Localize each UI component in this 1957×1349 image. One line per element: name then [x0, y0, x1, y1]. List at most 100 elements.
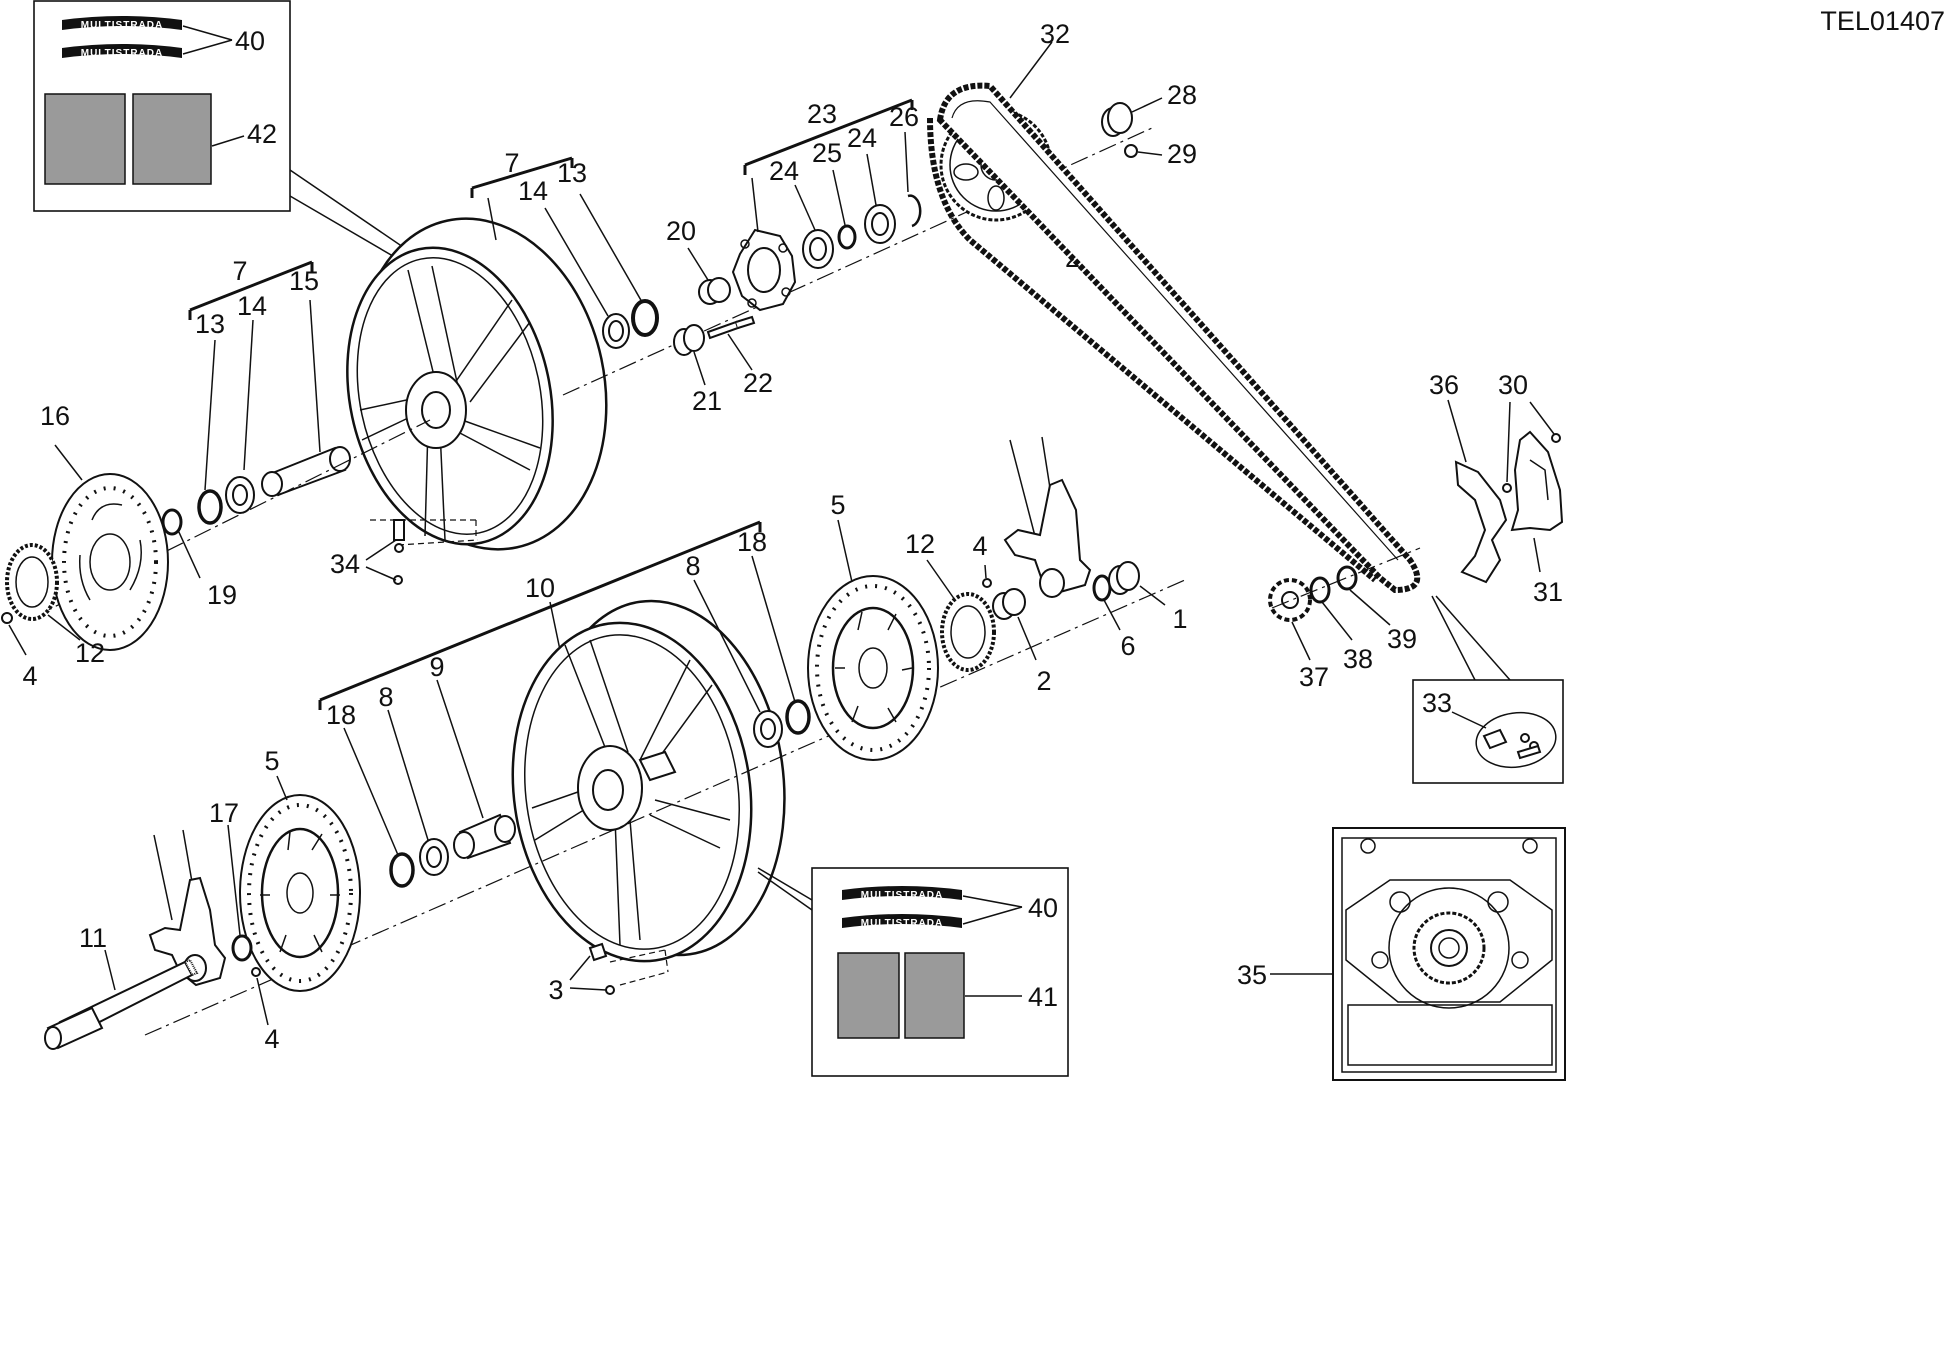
seal-17 [231, 934, 253, 962]
front-decal-strip-1-text: MULTISTRADA [861, 890, 943, 901]
seal-13-left [197, 489, 223, 525]
bearing-24-b [864, 204, 896, 244]
spacer-15 [261, 446, 351, 497]
callout-20: 20 [666, 216, 696, 246]
callout-14-left: 14 [237, 291, 267, 321]
bushing-20 [698, 277, 731, 305]
rear-seal-13 [631, 299, 659, 337]
callout-39: 39 [1387, 624, 1417, 654]
callout-18-left: 18 [326, 700, 356, 730]
spacer-9 [453, 813, 516, 860]
callout-25: 25 [812, 138, 842, 168]
rear-wheel-spokes [359, 265, 541, 541]
seal-19 [161, 508, 183, 536]
nut-29 [1124, 144, 1138, 158]
callout-12-rear: 12 [75, 638, 105, 668]
callout-35: 35 [1237, 960, 1267, 990]
callout-23-group: 23 [743, 98, 914, 233]
callout-9: 9 [429, 652, 444, 682]
spacer-21 [673, 324, 705, 356]
bearing-8-front-left [419, 838, 449, 876]
callout-38: 38 [1343, 644, 1373, 674]
front-decal-strip-2: MULTISTRADA [842, 914, 962, 929]
rear-decal-strip-2: MULTISTRADA [62, 44, 182, 59]
valve-34 [393, 519, 405, 585]
callout-12-front: 12 [905, 529, 935, 559]
bearing-24-a [802, 229, 834, 269]
callout-24-b: 24 [847, 123, 877, 153]
callout-7-left-group: 7 [188, 256, 314, 320]
callout-37: 37 [1299, 662, 1329, 692]
callout-4-rear: 4 [22, 661, 37, 691]
front-sprocket-37 [1268, 578, 1312, 622]
callout-6: 6 [1120, 631, 1135, 661]
rear-bearing-14 [602, 313, 630, 349]
front-decal-strip-2-text: MULTISTRADA [861, 918, 943, 929]
spacer-2 [992, 588, 1026, 620]
callout-29: 29 [1167, 139, 1197, 169]
front-brake-disc-right-5 [807, 575, 939, 761]
callout-42: 42 [247, 119, 277, 149]
drive-chain-32 [927, 82, 1421, 594]
callout-26: 26 [889, 102, 919, 132]
abs-ring-12-front [940, 592, 996, 672]
callout-28: 28 [1167, 80, 1197, 110]
callout-13-rear: 13 [557, 158, 587, 188]
rear-brake-disc-16 [51, 473, 169, 651]
front-axle-11 [44, 958, 199, 1050]
callout-34: 34 [330, 549, 360, 579]
screw-30 [1502, 433, 1561, 493]
circlip-26 [907, 194, 922, 228]
seal-18-front-right [785, 699, 811, 735]
sprocket-carrier-23 [731, 228, 797, 312]
callout-41: 41 [1028, 982, 1058, 1012]
callout-36: 36 [1429, 370, 1459, 400]
callout-14-rear: 14 [518, 176, 548, 206]
callout-15: 15 [289, 266, 319, 296]
front-decal-strip-1: MULTISTRADA [842, 886, 962, 901]
callout-10: 10 [525, 573, 555, 603]
front-brake-disc-left-5 [239, 794, 361, 992]
callout-24-a: 24 [769, 156, 799, 186]
callout-19: 19 [207, 580, 237, 610]
seal-18-front-left [389, 852, 415, 888]
callout-4-front-left: 4 [264, 1024, 279, 1054]
callout-23: 23 [807, 99, 837, 129]
callout-8-left: 8 [378, 682, 393, 712]
nut-39 [1336, 565, 1358, 591]
callout-3: 3 [548, 975, 563, 1005]
sprocket-cover-panel-35 [1332, 827, 1566, 1081]
callout-16: 16 [40, 401, 70, 431]
rear-decal-inset: MULTISTRADA MULTISTRADA 40 42 [33, 0, 426, 267]
callout-5-right: 5 [830, 490, 845, 520]
front-wheel-spokes [531, 639, 731, 946]
callout-10-group: 10 [318, 520, 762, 710]
callout-13-left: 13 [195, 309, 225, 339]
callout-7-left: 7 [232, 256, 247, 286]
callout-31: 31 [1533, 577, 1563, 607]
chain-link-inset: 33 [1412, 595, 1564, 784]
callout-11: 11 [79, 923, 107, 953]
front-decal-inset: MULTISTRADA MULTISTRADA 40 41 [757, 867, 1069, 1077]
washer-38 [1309, 576, 1331, 604]
front-reflector-panels [837, 952, 965, 1039]
rear-decal-strip-1-text: MULTISTRADA [81, 20, 163, 31]
screw-4-rear [1, 612, 13, 624]
bearing-8-front-right [753, 710, 783, 748]
callout-1: 1 [1172, 604, 1187, 634]
callout-32: 32 [1040, 19, 1070, 49]
chain-guard-31 [1510, 430, 1564, 532]
nut-28 [1101, 102, 1133, 137]
callout-4-front-right: 4 [972, 531, 987, 561]
screw-4-front-left [251, 967, 261, 977]
pin-22 [706, 315, 756, 340]
rear-decal-strip-1: MULTISTRADA [62, 16, 182, 31]
chain-guard-36 [1454, 460, 1508, 584]
screw-4-front-right [982, 578, 992, 588]
callout-33: 33 [1422, 688, 1452, 718]
bearing-14-left [225, 476, 255, 514]
rear-wheel [346, 217, 608, 551]
callout-21: 21 [692, 386, 722, 416]
callout-30: 30 [1498, 370, 1528, 400]
